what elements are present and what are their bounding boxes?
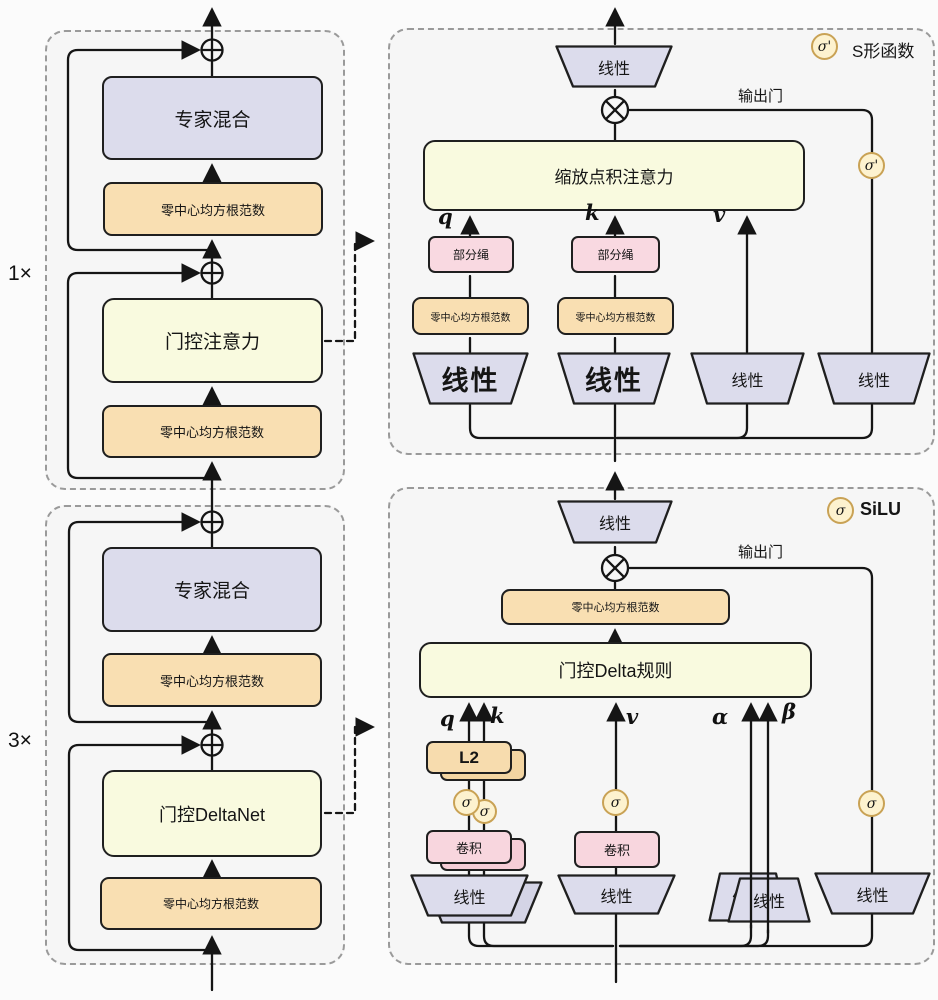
linear-label: 线性 (597, 60, 630, 78)
silu-legend-icon: σ (827, 497, 854, 524)
partial-rope-label: 部分绳 (597, 248, 634, 262)
linear-trapezoid-gate-dn: 线性 (814, 872, 931, 915)
rmsnorm-box-1: 零中心均方根范数 (103, 182, 323, 236)
sigmoid-gate-icon: σ' (858, 152, 885, 179)
linear-label: 线性 (857, 372, 890, 390)
silu-gate-icon: σ (858, 790, 885, 817)
conv-label: 卷积 (455, 840, 482, 856)
linear-label: 线性 (856, 887, 889, 905)
rmsnorm-box-3: 零中心均方根范数 (102, 653, 322, 707)
sdpa-label: 缩放点积注意力 (554, 168, 674, 187)
linear-trapezoid-q: 线性 (412, 352, 529, 405)
sigma-glyph: σ (479, 803, 490, 820)
repeat-count-attention: 1× (8, 262, 32, 285)
gated-attention-label: 门控注意力 (164, 332, 260, 353)
gated-deltanet-label: 门控DeltaNet (158, 804, 266, 825)
conv-box-qk: 卷积 (426, 830, 512, 864)
output-gate-label-dn: 输出门 (738, 544, 784, 561)
partial-rope-box-k: 部分绳 (571, 236, 660, 273)
rmsnorm-box-4: 零中心均方根范数 (100, 877, 322, 930)
moe-box-1: 专家混合 (102, 76, 323, 160)
repeat-count-deltanet: 3× (8, 729, 32, 752)
sigma-prime-glyph: σ' (864, 157, 879, 174)
v-label-attn: v (713, 202, 726, 227)
rmsnorm-label: 零中心均方根范数 (575, 312, 656, 324)
rmsnorm-box-dn: 零中心均方根范数 (501, 589, 730, 625)
q-label-dn: q (440, 706, 455, 731)
sigmoid-legend-icon: σ' (811, 33, 838, 60)
linear-trapezoid-gate-attn: 线性 (817, 352, 931, 405)
linear-label: 线性 (752, 894, 785, 911)
trapezoid-shape (557, 500, 673, 544)
linear-output-trapezoid-attn: 线性 (555, 45, 673, 88)
linear-trapezoid-qk: 线性 (410, 874, 529, 917)
linear-label: 线性 (585, 366, 643, 396)
rmsnorm-label: 零中心均方根范数 (430, 312, 511, 324)
trapezoid-shape (557, 352, 671, 405)
sdpa-box: 缩放点积注意力 (423, 140, 805, 211)
rmsnorm-label: 零中心均方根范数 (571, 602, 660, 614)
gated-attention-box: 门控注意力 (102, 298, 323, 383)
k-label-dn: k (490, 703, 505, 728)
rmsnorm-label: 零中心均方根范数 (162, 897, 259, 911)
rmsnorm-label: 零中心均方根范数 (159, 425, 264, 440)
rmsnorm-box-q: 零中心均方根范数 (412, 297, 529, 335)
linear-trapezoid-k: 线性 (557, 352, 671, 405)
moe-label: 专家混合 (173, 581, 250, 602)
linear-trapezoid-ab: 线性 (727, 877, 811, 923)
linear-label: 线性 (453, 889, 486, 907)
trapezoid-shape (555, 45, 673, 88)
output-gate-label-attn: 输出门 (738, 88, 784, 105)
gated-delta-rule-label: 门控Delta规则 (558, 661, 673, 681)
linear-label: 线性 (731, 372, 764, 390)
partial-rope-box-q: 部分绳 (428, 236, 514, 273)
silu-icon-v: σ (602, 789, 629, 816)
rmsnorm-label: 零中心均方根范数 (159, 673, 264, 689)
linear-trapezoid-v: 线性 (690, 352, 805, 405)
linear-label: 线性 (441, 366, 500, 396)
moe-box-2: 专家混合 (102, 547, 322, 632)
conv-box-v: 卷积 (574, 831, 660, 868)
trapezoid-shape (814, 872, 931, 915)
beta-label: β (782, 699, 796, 724)
trapezoid-shape (817, 352, 931, 405)
alpha-label: α (712, 704, 729, 729)
sigmoid-legend-label: S形函数 (852, 42, 915, 61)
sigma-glyph: σ (835, 502, 846, 519)
trapezoid-shape (690, 352, 805, 405)
sigma-glyph: σ (610, 794, 621, 811)
sigma-glyph: σ (461, 794, 472, 811)
partial-rope-label: 部分绳 (452, 248, 489, 262)
rmsnorm-label: 零中心均方根范数 (160, 202, 265, 218)
k-label-attn: k (585, 200, 600, 225)
trapezoid-shape (412, 352, 529, 405)
l2-norm-box: L2 (426, 741, 512, 774)
linear-trapezoid-v-dn: 线性 (557, 874, 676, 915)
conv-label: 卷积 (603, 843, 630, 858)
gated-delta-rule-box: 门控Delta规则 (419, 642, 812, 698)
v-label-dn: v (626, 704, 639, 729)
l2-label: L2 (459, 747, 479, 767)
silu-icon-q: σ (453, 789, 480, 816)
linear-label: 线性 (598, 516, 631, 533)
rmsnorm-box-k: 零中心均方根范数 (557, 297, 674, 335)
sigma-glyph: σ (866, 795, 877, 812)
rmsnorm-box-2: 零中心均方根范数 (102, 405, 322, 458)
sigma-prime-glyph: σ' (817, 38, 832, 55)
linear-output-trapezoid-dn: 线性 (557, 500, 673, 544)
linear-label: 线性 (600, 888, 633, 906)
moe-label: 专家混合 (174, 109, 251, 131)
gated-deltanet-box: 门控DeltaNet (102, 770, 322, 857)
silu-legend-label: SiLU (860, 499, 902, 519)
q-label-attn: q (438, 204, 453, 229)
